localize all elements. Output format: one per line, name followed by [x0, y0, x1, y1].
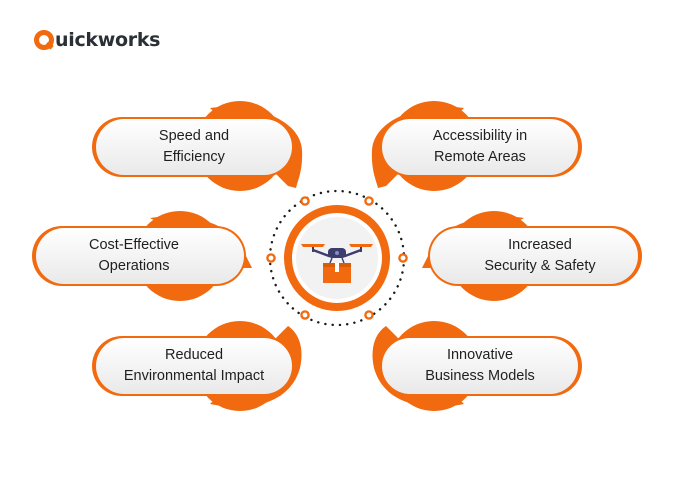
- brand-name: uickworks: [55, 29, 161, 51]
- benefit-card-environment: [92, 321, 302, 411]
- benefit-label-speed: Speed and Efficiency: [158, 128, 230, 165]
- benefit-label-security: Increased Security & Safety: [484, 237, 596, 274]
- benefit-card-accessibility: [371, 101, 582, 191]
- benefit-label-accessibility: Accessibility in Remote Areas: [432, 128, 528, 165]
- benefit-card-cost: [32, 211, 252, 301]
- brand-logo: uickworks: [34, 26, 160, 54]
- benefit-label-cost: Cost-Effective Operations: [89, 237, 179, 274]
- ring-markers: [266, 196, 408, 320]
- benefit-label-environment: Reduced Environmental Impact: [123, 347, 265, 384]
- delivery-drone-icon: [301, 244, 373, 283]
- benefit-card-innovation: [372, 321, 582, 411]
- benefit-card-speed: [92, 101, 303, 191]
- benefit-label-innovation: Innovative Business Models: [425, 347, 535, 384]
- benefit-card-security: [422, 211, 642, 301]
- brand-q-icon: [34, 30, 54, 50]
